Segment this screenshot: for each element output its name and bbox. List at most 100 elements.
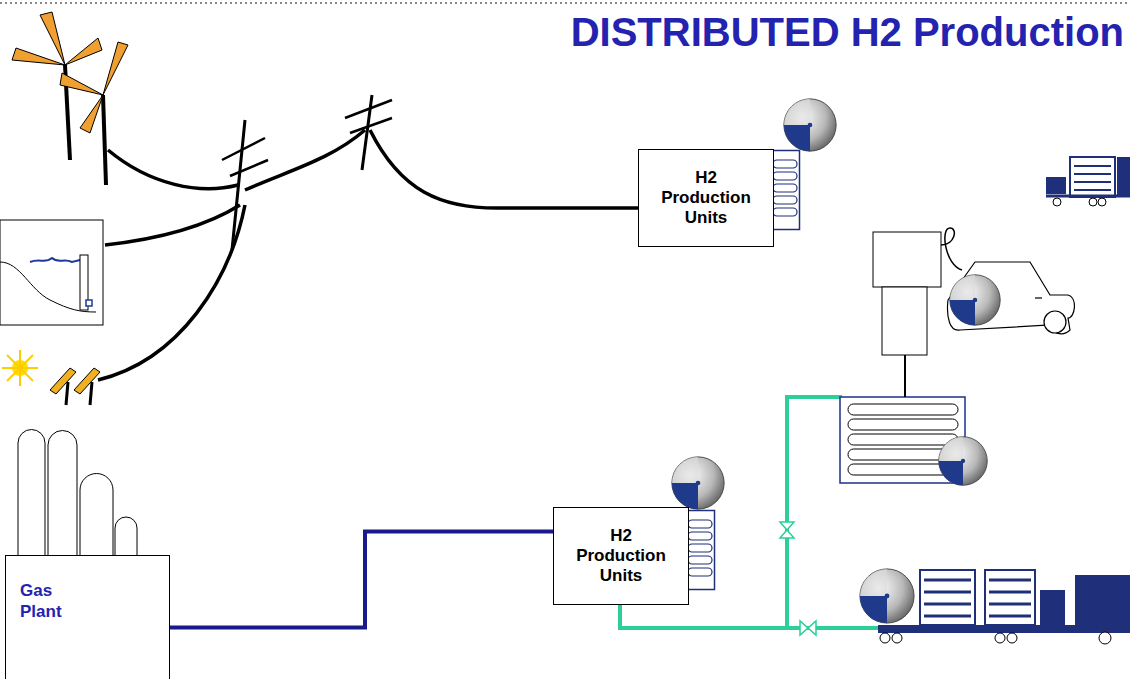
tube-trailer: [995, 633, 1005, 643]
storage-tank: [848, 434, 958, 445]
solar-panel: [50, 368, 76, 394]
gas-cylinder: [48, 431, 77, 556]
tube-truck: [1070, 157, 1115, 197]
tube-trailer: [920, 570, 1035, 625]
valve: [800, 621, 816, 635]
car: [1035, 297, 1042, 298]
production-box: H2 Production Units: [553, 507, 689, 605]
hydro-dam: [0, 220, 103, 325]
power-line: [98, 95, 640, 380]
diagram-title: DISTRIBUTED H2 Production: [571, 10, 1124, 55]
dispenser: [873, 232, 941, 287]
hydrogen-pipe: [787, 397, 842, 628]
storage-stack: [686, 511, 715, 590]
solar-panel: [90, 382, 92, 405]
power-line: [370, 130, 640, 208]
tube-truck: [1074, 166, 1111, 190]
hydro-dam: [30, 258, 80, 262]
tube-trailer: [1099, 632, 1111, 644]
power-line: [350, 118, 392, 133]
car: [1044, 311, 1066, 333]
wind-turbine: [12, 12, 128, 185]
wind-turbine: [80, 95, 103, 133]
gas-cylinder: [18, 430, 45, 555]
storage-stack: [771, 151, 800, 230]
storage-tank: [848, 404, 958, 415]
power-line: [362, 95, 372, 170]
tube-trailer: [989, 603, 1031, 606]
tube-trailer: [924, 603, 971, 606]
solar-panel: [50, 368, 100, 405]
wind-turbine: [60, 73, 103, 95]
tube-trailer: [985, 570, 1035, 625]
tube-trailer: [989, 615, 1031, 618]
hydro-dam: [0, 220, 103, 325]
power-line: [232, 120, 245, 250]
wind-turbine: [103, 42, 128, 95]
solar-panel: [66, 382, 68, 405]
tube-trailer: [878, 570, 1130, 644]
wind-turbine: [40, 12, 65, 65]
power-line: [108, 150, 238, 189]
gauge-icon: [939, 437, 988, 486]
tube-trailer: [924, 591, 971, 594]
production-box: H2 Production Units: [638, 149, 774, 247]
node-label: Gas Plant: [20, 580, 80, 622]
tube-trailer: [1007, 633, 1017, 643]
power-line: [222, 138, 265, 160]
gauge-icon: [860, 569, 914, 623]
gauge-icon: [950, 275, 1000, 325]
wind-turbine: [65, 38, 102, 65]
tube-truck: [1046, 177, 1066, 194]
tube-truck: [1089, 198, 1097, 206]
tube-trailer: [878, 625, 1130, 633]
gauge-icon: [672, 457, 724, 509]
dotted-border: [0, 2, 1130, 4]
power-line: [345, 100, 392, 118]
node-label: H2 Production Units: [656, 168, 756, 228]
tube-trailer: [880, 632, 1111, 644]
car: [948, 262, 1075, 334]
tube-trailer: [924, 615, 971, 618]
solar-panel: [74, 368, 100, 394]
dispenser: [882, 287, 927, 355]
gas-pipeline: [170, 532, 553, 628]
hydro-dam: [86, 300, 92, 306]
gas-cylinder: [115, 517, 137, 555]
tube-truck: [1046, 195, 1130, 198]
power-line: [98, 205, 245, 380]
tube-trailer: [989, 579, 1031, 582]
tube-trailer: [924, 579, 971, 582]
gas-cylinder: [18, 430, 137, 555]
gas-cylinder: [80, 474, 113, 556]
tube-truck: [1117, 157, 1130, 197]
valve: [780, 522, 816, 635]
power-line: [230, 160, 268, 176]
tube-trailer: [1075, 575, 1130, 625]
tube-trailer: [880, 633, 890, 643]
sun: [2, 350, 38, 386]
tube-truck: [1046, 157, 1130, 206]
tube-truck: [1098, 198, 1106, 206]
dispenser: [941, 228, 962, 270]
power-line: [105, 205, 240, 245]
tube-truck: [1074, 189, 1111, 191]
tube-trailer: [924, 580, 1031, 616]
wind-turbine: [103, 95, 106, 185]
car: [948, 262, 1075, 334]
sun: [7, 355, 33, 381]
gas-plant-box: Gas Plant: [5, 555, 170, 679]
tube-trailer: [989, 591, 1031, 594]
valve: [780, 522, 794, 538]
tube-trailer: [892, 633, 902, 643]
tube-truck: [1074, 181, 1111, 183]
tube-truck: [1074, 173, 1111, 175]
tube-truck: [1053, 198, 1061, 206]
node-label: H2 Production Units: [571, 526, 671, 586]
tube-trailer: [1040, 590, 1065, 625]
tube-truck: [1074, 165, 1111, 167]
gauge-icon: [784, 99, 836, 151]
hydrogen-pipe: [620, 605, 880, 628]
sun: [7, 355, 33, 381]
wind-turbine: [12, 48, 65, 65]
